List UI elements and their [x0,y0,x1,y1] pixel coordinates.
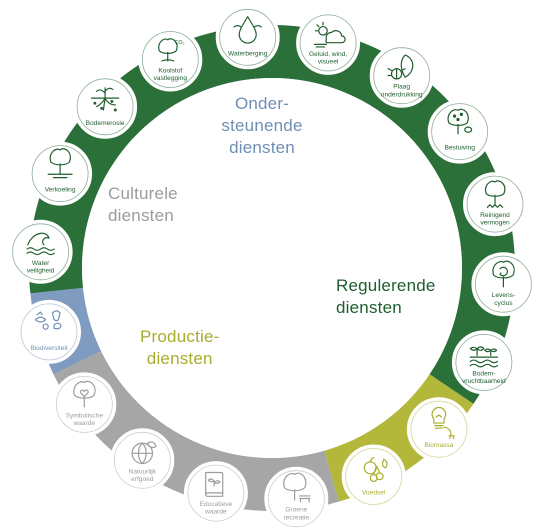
service-label: Bestuiving [444,145,475,152]
service-label: Voedsel [362,490,386,497]
book-plant-icon [205,471,224,497]
service-label: Bodem-vruchtbaarheid [462,370,506,385]
service-badge: Voedsel [341,444,406,509]
category-label-production: Productie- diensten [140,327,220,368]
service-badge: ❀ Biodiversiteit [17,299,81,364]
water-drop-icon [233,16,262,44]
service-badge: Levens-cyclus [471,252,536,317]
tree-co2-icon: CO₂ [158,38,185,62]
fruit-icon [363,457,388,482]
center-disc [82,78,462,458]
ring-segment-cultural [53,351,339,511]
roots-icon [90,87,120,112]
seedlings-icon [469,346,499,368]
service-badge: Biomassa [406,397,471,462]
tree-bee-icon [447,108,473,135]
animals-icon: ❀ [34,310,62,330]
service-badge: Bodemerosie [73,74,138,139]
service-label: Verkoeling [45,187,76,194]
category-label-regulating: Regulerende diensten [336,276,436,317]
service-badge: Bestuiving [427,99,492,164]
tree-filter-icon [484,180,506,208]
wave-icon [26,232,55,256]
service-label: Levens-cyclus [492,292,515,307]
beetle-leaf-icon [387,54,414,80]
service-label: Bodemerosie [86,120,125,127]
tree-bench-icon [283,472,311,503]
tree-shade-icon [47,148,73,179]
bulb-plug-icon [431,406,455,439]
service-badge: Verkoeling [28,141,93,206]
category-label-cultural: Culturele diensten [108,184,178,225]
tree-cycle-icon [492,260,515,288]
service-label: Biodiversiteit [30,345,68,352]
service-badge: Geluid, wind,visueel [296,10,361,75]
wind-cloud-icon [313,21,346,48]
service-label: Waterberging [228,50,268,57]
ring-segment-regulating [28,24,515,404]
globe-leaf-icon [131,441,157,465]
category-label-supporting: Onder- steunende diensten [221,94,303,157]
service-label: Geluid, wind,visueel [309,51,347,66]
service-badge: Bodem-vruchtbaarheid [451,330,516,395]
svg-text:CO₂: CO₂ [175,40,185,46]
service-badge: Waterberging [215,5,280,70]
service-label: Biomassa [424,442,453,449]
tree-heart-icon [73,380,96,408]
